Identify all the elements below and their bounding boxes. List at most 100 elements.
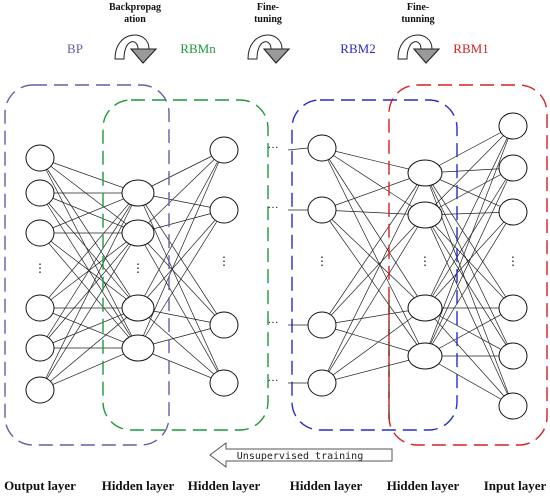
connection-edge (39, 192, 139, 391)
curved-arrow-icon (397, 34, 441, 64)
neuron (25, 294, 55, 322)
gap-ellipsis: … (268, 372, 279, 384)
connection-edges (39, 125, 514, 407)
connection-edge (321, 324, 426, 357)
curved-arrow-icon (247, 34, 291, 64)
connection-edge (424, 172, 514, 357)
neuron (209, 136, 239, 164)
connection-edge (424, 125, 514, 357)
backpropagation-caption-line2: ation (124, 14, 146, 25)
connection-edge (39, 232, 139, 391)
neuron (25, 219, 55, 247)
connection-edge (321, 307, 426, 384)
gap-ellipsis: … (268, 139, 279, 151)
neuron (307, 134, 337, 162)
connection-edge (39, 307, 139, 349)
neuron (209, 369, 239, 397)
vertical-ellipsis: ⋮ (132, 261, 144, 275)
vertical-ellipsis: ⋮ (34, 261, 46, 275)
connection-edge (137, 209, 225, 349)
connection-edge (321, 147, 426, 357)
connection-edge (39, 307, 139, 391)
neuron (121, 334, 155, 362)
connection-edge (39, 157, 139, 234)
vertical-ellipsis: ⋮ (419, 254, 431, 268)
neuron (498, 154, 528, 182)
hidden-layer-label-4: Hidden layer (387, 478, 460, 493)
connection-edge (137, 192, 225, 384)
connection-edge (321, 209, 426, 357)
neuron (209, 196, 239, 224)
gap-link-arrow (287, 147, 309, 151)
backpropagation-caption-line1: Backpropag (109, 2, 161, 13)
connection-edge (39, 157, 139, 194)
neuron-layers (25, 112, 528, 420)
neuron (407, 294, 443, 322)
connection-edge (321, 209, 426, 309)
rbmn-stage-label: RBMn (180, 41, 216, 56)
finetunning-caption-line1: Fine- (407, 2, 429, 13)
neuron (407, 201, 443, 229)
input-layer-label: Input layer (484, 478, 547, 493)
neuron (407, 342, 443, 370)
ellipsis-markers: …………⋮⋮⋮⋮⋮⋮ (34, 139, 519, 384)
neuron (498, 342, 528, 370)
neuron (498, 392, 528, 420)
neuron (307, 311, 337, 339)
finetuning-caption-line2: tuning (254, 14, 282, 25)
connection-edge (39, 192, 139, 349)
rbm2-stage-label: RBM2 (340, 41, 375, 56)
connection-edge (424, 167, 514, 216)
connection-edge (39, 232, 139, 349)
bp-group-box (4, 84, 170, 446)
neuron (121, 294, 155, 322)
connection-edge (137, 307, 225, 384)
connection-edge (424, 167, 514, 357)
gap-ellipsis: … (268, 314, 279, 326)
connection-edge (424, 125, 514, 309)
connection-edge (39, 192, 139, 234)
neuron (121, 219, 155, 247)
connection-edge (137, 149, 225, 194)
neuron (25, 179, 55, 207)
connection-edge (321, 147, 426, 216)
connection-edge (137, 232, 225, 384)
connection-edge (39, 157, 139, 349)
neuron (498, 198, 528, 226)
connection-edge (321, 172, 426, 384)
neuron (407, 159, 443, 187)
connection-edge (424, 125, 514, 174)
finetunning-caption-line2: tunning (401, 14, 434, 25)
connection-edge (424, 307, 514, 357)
finetuning-caption-line1: Fine- (257, 2, 279, 13)
connection-edge (321, 307, 426, 326)
curved-arrow-icon (114, 34, 158, 64)
gap-ellipsis: … (268, 199, 279, 211)
output-layer-label: Output layer (4, 478, 76, 493)
neuron (498, 294, 528, 322)
hollow-left-arrow-icon (209, 442, 393, 468)
connection-edge (321, 172, 426, 326)
rbm1-stage-label: RBM1 (453, 41, 488, 56)
connection-edge (424, 214, 514, 357)
connection-edge (321, 147, 426, 174)
rbmn-group-box (102, 99, 269, 431)
connection-edge (137, 149, 225, 349)
connection-edge (424, 355, 514, 407)
neuron (498, 112, 528, 140)
rbm1-group-box (388, 84, 548, 446)
connection-edge (424, 167, 514, 309)
neuron (25, 376, 55, 404)
neuron (307, 369, 337, 397)
neuron (121, 179, 155, 207)
bp-stage-label: BP (67, 41, 83, 56)
hidden-layer-label-2: Hidden layer (188, 478, 261, 493)
unsupervised-training-label: Unsupervised training (237, 451, 363, 462)
neuron (307, 196, 337, 224)
connection-edge (424, 125, 514, 216)
connection-edge (424, 214, 514, 407)
rbm2-group-box (291, 99, 458, 431)
connection-edge (137, 209, 225, 309)
vertical-ellipsis: ⋮ (316, 254, 328, 268)
neuron (25, 144, 55, 172)
